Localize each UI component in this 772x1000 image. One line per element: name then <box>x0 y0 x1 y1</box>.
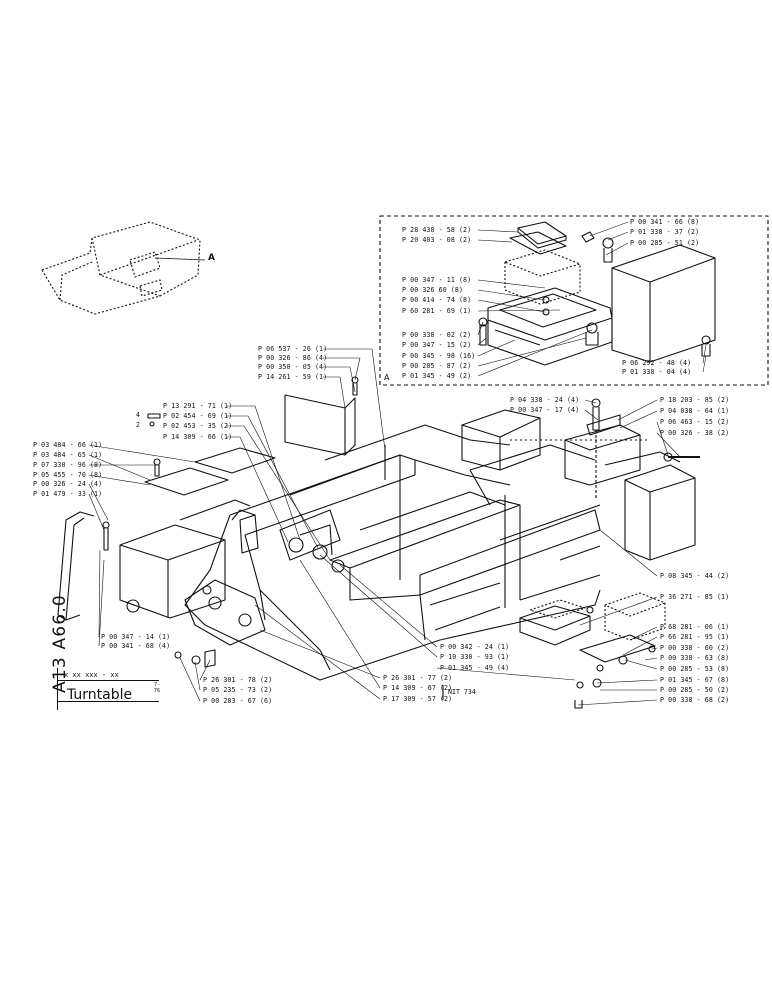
part-label: P 60 281 - 69 (1) <box>402 307 472 315</box>
part-label: P 66 281 - 95 (1) <box>660 633 730 641</box>
part-label: P 10 330 - 93 (1) <box>440 653 510 661</box>
title-block-rule <box>58 701 159 702</box>
nit-note: NIT 734 <box>448 688 476 696</box>
part-label: P 28 438 - 58 (2) <box>402 226 472 234</box>
callout-a-marker: A <box>208 253 215 263</box>
part-label: P 00 338 - 68 (2) <box>660 696 730 704</box>
part-label: P 00 345 - 98 (16) <box>402 352 476 360</box>
part-label: P 26 301 - 77 (2) <box>383 674 453 682</box>
page-title: Turntable <box>67 687 133 703</box>
part-label: P 00 341 - 68 (4) <box>101 642 171 650</box>
part-label: P 20 403 - 08 (2) <box>402 236 472 244</box>
left-box <box>119 524 226 619</box>
part-label: P 08 345 - 44 (2) <box>660 572 730 580</box>
part-label: P 00 326 - 24 (4) <box>33 480 103 488</box>
part-label: P 18 203 - 85 (2) <box>660 396 730 404</box>
part-label: P 00 326 - 38 (2) <box>660 429 730 437</box>
document-date: 7-76 <box>154 682 161 694</box>
part-label: P 02 454 - 69 (1) <box>163 412 233 420</box>
detail-a-parts <box>478 221 716 366</box>
part-label: P 00 285 - 50 (2) <box>660 686 730 694</box>
part-label: P 00 347 - 14 (1) <box>101 633 171 641</box>
part-label: P 06 463 - 15 (2) <box>660 418 730 426</box>
part-label: P 36 271 - 85 (1) <box>660 593 730 601</box>
part-label: P 68 281 - 06 (1) <box>660 623 730 631</box>
title-block-rule <box>58 680 159 681</box>
overview-sketch <box>41 221 201 315</box>
detail-a-frame <box>379 215 769 386</box>
document-code: x xx xxx - xx <box>64 671 119 679</box>
bracket-plate <box>284 394 346 456</box>
part-label: P 00 342 - 24 (1) <box>440 643 510 651</box>
part-label: P 04 038 - 64 (1) <box>660 407 730 415</box>
part-label: P 03 484 - 65 (1) <box>33 451 103 459</box>
part-label: P 01 338 - 04 (4) <box>622 368 692 376</box>
part-label: P 00 285 - 53 (8) <box>660 665 730 673</box>
part-label: P 14 309 - 66 (1) <box>163 433 233 441</box>
part-label: P 01 338 - 37 (2) <box>630 228 700 236</box>
part-label: P 02 453 - 35 (2) <box>163 422 233 430</box>
part-label: P 00 347 - 11 (8) <box>402 276 472 284</box>
part-label: P 00 338 - 63 (8) <box>660 654 730 662</box>
part-label: P 00 326 60 (8) <box>402 286 464 294</box>
part-label: P 00 338 - 60 (2) <box>660 644 730 652</box>
part-label: P 05 235 - 73 (2) <box>203 686 273 694</box>
part-label: P 03 484 - 66 (1) <box>33 441 103 449</box>
part-label: P 00 341 - 66 (8) <box>630 218 700 226</box>
part-label: P 06 537 - 26 (1) <box>258 345 328 353</box>
main-frame <box>184 424 601 681</box>
part-label: P 00 347 - 17 (4) <box>510 406 580 414</box>
pivot-assembly <box>184 509 345 646</box>
part-label: P 07 330 - 96 (8) <box>33 461 103 469</box>
title-block: x xx xxx - xx 7-76 Turntable <box>57 668 161 710</box>
part-label: P 00 285 - 87 (2) <box>402 362 472 370</box>
part-label: P 00 338 - 02 (2) <box>402 331 472 339</box>
part-label: P 13 291 - 71 (1) <box>163 402 233 410</box>
part-label: P 06 292 - 48 (4) <box>622 359 692 367</box>
part-label: P 17 309 - 57 (2) <box>383 695 453 703</box>
part-label: P 00 347 - 15 (2) <box>402 341 472 349</box>
top-bracket <box>586 414 621 436</box>
part-label: P 14 309 - 67 (2) <box>383 684 453 692</box>
part-label: P 00 350 - 05 (4) <box>258 363 328 371</box>
part-label: P 26 301 - 78 (2) <box>203 676 273 684</box>
part-label: P 01 345 - 49 (4) <box>440 664 510 672</box>
ref-number: 4 <box>136 411 141 419</box>
part-label: P 14 261 - 59 (1) <box>258 373 328 381</box>
part-label: P 00 283 - 67 (6) <box>203 697 273 705</box>
ref-number: 2 <box>136 421 141 429</box>
part-label: P 01 479 - 33 (1) <box>33 490 103 498</box>
part-label: P 01 345 - 49 (2) <box>402 372 472 380</box>
part-label: P 00 414 - 74 (8) <box>402 296 472 304</box>
cover-plate-upper <box>194 447 276 474</box>
valve-block-assembly <box>519 592 666 709</box>
part-label: P 05 455 - 70 (8) <box>33 471 103 479</box>
cover-plate-lower <box>144 467 229 496</box>
part-label: P 00 326 - 86 (4) <box>258 354 328 362</box>
leader-lines <box>88 221 707 706</box>
part-label: P 00 285 - 51 (2) <box>630 239 700 247</box>
part-label: P 04 338 - 24 (4) <box>510 396 580 404</box>
handle <box>57 511 95 616</box>
detail-a-marker: A <box>384 373 390 382</box>
part-label: P 01 345 - 67 (8) <box>660 676 730 684</box>
